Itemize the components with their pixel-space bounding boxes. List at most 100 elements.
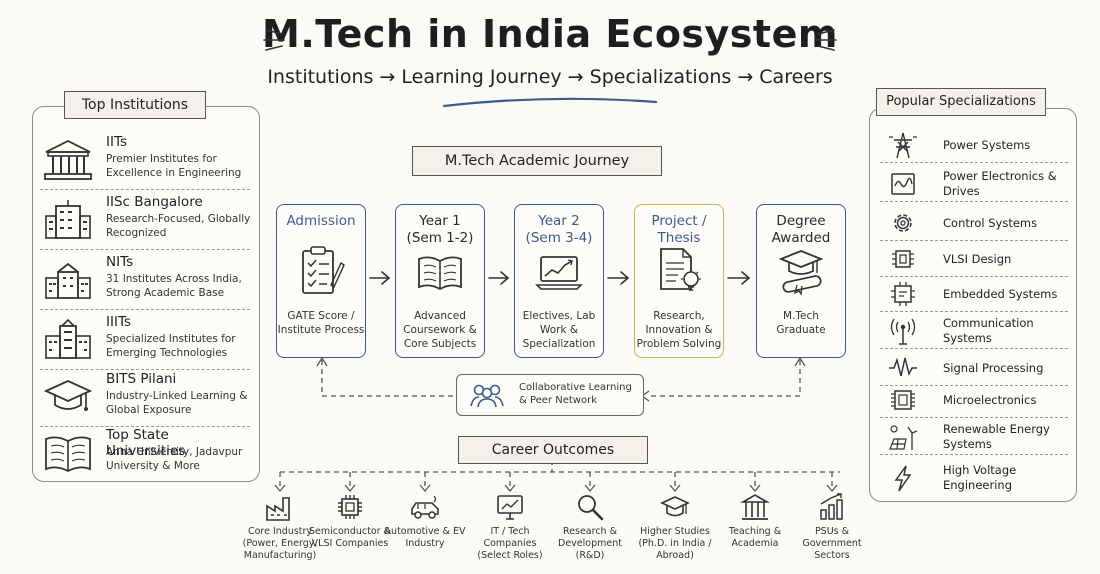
semiconductor-icon (338, 495, 362, 519)
open-book-icon (45, 436, 91, 473)
magnifier-icon (578, 495, 604, 521)
specialization-item[interactable]: Communication Systems (880, 314, 1068, 349)
institution-name: Top State Universities (106, 427, 186, 459)
building-columns-icon (44, 139, 92, 180)
specialization-item[interactable]: Power Electronics & Drives (880, 167, 1068, 202)
specialization-item[interactable]: VLSI Design (880, 242, 1068, 277)
institution-item[interactable]: IIITs Specialized Institutes for Emergin… (40, 314, 250, 370)
institution-desc: Industry-Linked Learning & Global Exposu… (106, 390, 248, 416)
career-label: PSUs & Government Sectors (802, 526, 862, 561)
specialization-name: Microelectronics (943, 392, 1037, 407)
career-label: Teaching & Academia (728, 526, 782, 549)
specialization-item[interactable]: Microelectronics (880, 383, 1068, 418)
bar-growth-icon (820, 493, 843, 520)
lightning-icon (894, 465, 912, 492)
specialization-name: Embedded Systems (943, 286, 1058, 301)
institution-name: IITs (106, 134, 128, 150)
step-footer: GATE Score / Institute Process (277, 310, 365, 336)
institution-name: NITs (106, 254, 134, 270)
page-subtitle: Institutions → Learning Journey → Specia… (267, 66, 833, 88)
page-title: M.Tech in India Ecosystem (262, 12, 838, 56)
career-label: Higher Studies (Ph.D. in India / Abroad) (638, 526, 712, 561)
institution-name: BITS Pilani (106, 371, 177, 387)
institution-desc: Anna University, Jadavpur University & M… (106, 446, 243, 472)
graduation-cap-icon (43, 380, 93, 411)
institution-name: IIITs (106, 314, 131, 330)
institution-desc: Research-Focused, Globally Recognized (106, 213, 251, 239)
career-label: Core Industry (Power, Energy, Manufactur… (242, 526, 318, 561)
journey-step-year1[interactable]: Year 1 (Sem 1-2) Advanced Coursework & C… (395, 204, 485, 358)
diploma-cap-icon (778, 250, 824, 296)
checklist-icon (302, 246, 345, 294)
institutions-banner: Top Institutions (64, 91, 206, 119)
institution-desc: Premier Institutes for Excellence in Eng… (106, 153, 242, 179)
sparkle-right-icon (815, 29, 837, 51)
institution-item[interactable]: BITS Pilani Industry-Linked Learning & G… (40, 371, 250, 427)
gear-icon (894, 214, 912, 232)
document-bulb-icon (660, 248, 701, 291)
academy-icon (740, 494, 770, 520)
sparkle-left-icon (263, 29, 285, 51)
chip-icon (892, 250, 914, 268)
career-label: Automotive & EV Industry (384, 526, 466, 549)
car-icon (411, 495, 439, 519)
embedded-chip-icon (891, 282, 915, 306)
title-underline (442, 97, 658, 108)
specialization-item[interactable]: Renewable Energy Systems (880, 420, 1068, 455)
institution-item[interactable]: NITs 31 Institutes Across India, Strong … (40, 254, 250, 310)
career-label: IT / Tech Companies (Select Roles) (477, 526, 543, 561)
specialization-item[interactable]: Signal Processing (880, 351, 1068, 386)
monitor-icon (497, 495, 523, 520)
specialization-item[interactable]: High Voltage Engineering (880, 461, 1068, 495)
step-footer: Research, Innovation & Problem Solving (636, 310, 722, 350)
specialization-name: Signal Processing (943, 360, 1044, 375)
step-footer: Advanced Coursework & Core Subjects (403, 310, 477, 350)
journey-step-thesis[interactable]: Project / Thesis Research, Innovation & … (634, 204, 724, 358)
collaborative-label: Collaborative Learning & Peer Network (519, 382, 632, 406)
step-footer: M.Tech Graduate (776, 310, 826, 336)
solar-wind-icon (889, 425, 918, 450)
specialization-name: High Voltage Engineering (943, 463, 1017, 492)
step-heading: Year 2 (Sem 3-4) (525, 213, 593, 246)
waveform-box-icon (891, 173, 915, 195)
institute-building-icon (45, 318, 91, 359)
antenna-icon (890, 318, 916, 345)
institution-desc: 31 Institutes Across India, Strong Acade… (106, 273, 242, 299)
specialization-name: Control Systems (943, 215, 1038, 230)
institution-item[interactable]: Top State Universities Anna University, … (40, 427, 250, 482)
institution-desc: Specialized Institutes for Emerging Tech… (106, 333, 236, 359)
journey-step-admission[interactable]: Admission GATE Score / Institute Process (276, 204, 366, 358)
specialization-name: Communication Systems (943, 316, 1034, 345)
career-label: Research & Development (R&D) (558, 526, 622, 561)
careers-banner: Career Outcomes (458, 436, 648, 464)
specialization-name: Power Systems (943, 137, 1031, 152)
journey-step-degree[interactable]: Degree Awarded M.Tech Graduate (756, 204, 846, 358)
step-heading: Project / Thesis (651, 213, 707, 246)
institution-item[interactable]: IISc Bangalore Research-Focused, Globall… (40, 194, 250, 250)
collaborative-box[interactable]: Collaborative Learning & Peer Network (456, 374, 644, 416)
laptop-chart-icon (535, 256, 583, 290)
specialization-item[interactable]: Embedded Systems (880, 277, 1068, 312)
specialization-item[interactable]: Power Systems (880, 128, 1068, 163)
career-label: Semiconductor & VLSI Companies (309, 526, 391, 549)
specialization-item[interactable]: Control Systems (880, 206, 1068, 241)
campus-building-icon (45, 200, 91, 239)
signal-wave-icon (889, 357, 917, 377)
specialization-name: VLSI Design (943, 251, 1012, 266)
step-heading: Degree Awarded (771, 213, 831, 246)
mortarboard-icon (660, 496, 690, 517)
specialization-name: Power Electronics & Drives (943, 169, 1057, 198)
institution-item[interactable]: IITs Premier Institutes for Excellence i… (40, 134, 250, 190)
journey-banner: M.Tech Academic Journey (412, 146, 662, 176)
journey-step-year2[interactable]: Year 2 (Sem 3-4) Electives, Lab Work & S… (514, 204, 604, 358)
specialization-name: Renewable Energy Systems (943, 422, 1050, 451)
microchip-icon (891, 390, 915, 410)
institution-name: IISc Bangalore (106, 194, 203, 210)
step-heading: Year 1 (Sem 1-2) (406, 213, 474, 246)
specializations-banner: Popular Specializations (876, 88, 1046, 116)
power-tower-icon (889, 132, 917, 159)
people-group-icon (470, 384, 504, 408)
book-icon (418, 256, 462, 291)
step-heading: Admission (286, 213, 356, 229)
